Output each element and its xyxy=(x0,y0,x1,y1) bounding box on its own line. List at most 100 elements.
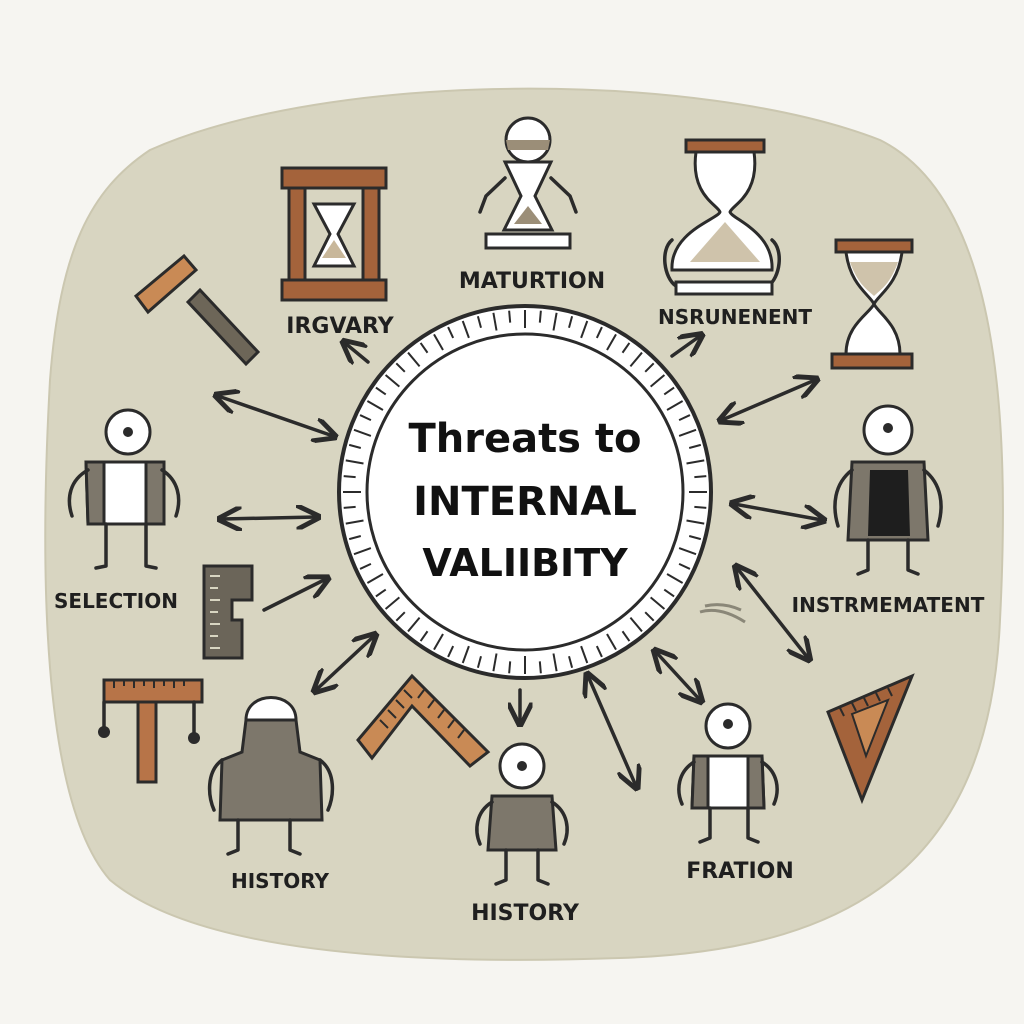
small-hourglass-icon xyxy=(830,238,914,370)
arrows xyxy=(218,336,822,786)
ruler-block-icon xyxy=(202,564,254,660)
history-figure-bottom-icon xyxy=(475,742,569,886)
dial-tick xyxy=(359,562,372,570)
dial-tick xyxy=(678,414,691,422)
dial-tick xyxy=(649,596,666,610)
label-fration: FRATION xyxy=(686,859,794,884)
dial-tick xyxy=(345,519,364,525)
dial-tick xyxy=(629,616,643,633)
dial-tick xyxy=(395,611,406,622)
arrow-fration xyxy=(656,652,700,700)
center-title-line2: INTERNAL xyxy=(413,479,637,525)
arrow-selection xyxy=(222,517,316,519)
dial-tick xyxy=(663,588,675,598)
central-dial xyxy=(337,304,713,680)
dial-tick xyxy=(686,459,705,465)
dial-tick xyxy=(343,505,356,509)
dial-tick xyxy=(447,326,455,339)
dial-tick xyxy=(595,645,603,658)
dial-tick xyxy=(694,505,707,509)
label-nsrunenent: NSRUNENENT xyxy=(658,305,812,329)
dial-tick xyxy=(568,655,574,669)
dial-tick xyxy=(678,428,697,437)
label-irgvary: IRGVARY xyxy=(286,314,394,339)
dial-tick xyxy=(666,573,684,584)
dial-tick xyxy=(407,351,421,368)
arrow-to-irgvary xyxy=(345,343,370,362)
label-maturtion: MATURTION xyxy=(459,269,605,294)
dial-tick xyxy=(538,310,542,323)
label-selection: SELECTION xyxy=(54,589,178,613)
dial-tick xyxy=(621,630,631,642)
history-figure-left-icon xyxy=(207,696,335,856)
dial-tick xyxy=(366,573,384,584)
dial-tick xyxy=(419,342,429,354)
dial-tick xyxy=(686,519,705,525)
label-history-left: HISTORY xyxy=(231,869,330,893)
dial-tick xyxy=(595,326,603,339)
dial-tick xyxy=(629,351,643,368)
arrow-bottom-right xyxy=(588,676,636,786)
dial-tick xyxy=(348,535,362,541)
dial-tick xyxy=(552,653,558,672)
dial-tick xyxy=(461,320,470,339)
dial-tick xyxy=(649,374,666,388)
dial-tick xyxy=(580,645,589,664)
dial-tick xyxy=(688,535,702,541)
dial-tick xyxy=(447,645,455,658)
dial-tick xyxy=(492,653,498,672)
dial-tick xyxy=(353,428,372,437)
dial-tick xyxy=(568,315,574,329)
dial-tick xyxy=(538,661,542,674)
dial-tick xyxy=(353,547,372,556)
dial-tick xyxy=(644,611,655,622)
dial-tick xyxy=(348,443,362,449)
dial-tick xyxy=(678,562,691,570)
dial-tick xyxy=(580,320,589,339)
fration-figure-icon xyxy=(677,702,779,844)
center-title-line3: VALIIBITY xyxy=(422,541,628,585)
arrow-instrmematent xyxy=(734,504,822,520)
dial-tick xyxy=(644,362,655,373)
dial-tick xyxy=(508,661,512,674)
dial-tick xyxy=(343,475,356,479)
dial-tick xyxy=(384,596,401,610)
dial-tick xyxy=(694,475,707,479)
arrow-nsrunenent xyxy=(670,336,700,358)
tall-hourglass-icon xyxy=(663,138,781,296)
dial-tick xyxy=(476,315,482,329)
framed-hourglass-icon xyxy=(280,166,388,302)
dial-tick xyxy=(419,630,429,642)
dial-tick xyxy=(366,400,384,411)
dial-tick xyxy=(461,645,470,664)
dial-tick xyxy=(433,333,444,351)
dial-tick xyxy=(688,443,702,449)
dial-tick xyxy=(476,655,482,669)
t-square-icon xyxy=(98,678,204,784)
center-title-line1: Threats to xyxy=(408,416,641,462)
selection-figure-icon xyxy=(67,408,181,570)
dial-tick xyxy=(678,547,697,556)
label-instrmematent: INSTRMEMATENT xyxy=(792,593,985,617)
dial-tick xyxy=(663,386,675,396)
dial-tick xyxy=(359,414,372,422)
pencil-smudge xyxy=(699,603,746,624)
arrow-hourglass-right xyxy=(722,380,815,420)
dial-tick xyxy=(666,400,684,411)
dial-tick xyxy=(395,362,406,373)
dial-tick xyxy=(345,459,364,465)
figure-hourglass-icon xyxy=(478,116,578,250)
instrmematent-figure-icon xyxy=(833,404,943,576)
dial-ticks xyxy=(343,310,707,674)
dial-tick xyxy=(606,333,617,351)
hammer-icon xyxy=(133,253,261,367)
dial-tick xyxy=(375,386,387,396)
dial-tick xyxy=(606,633,617,651)
dial-tick xyxy=(384,374,401,388)
dial-tick xyxy=(375,588,387,598)
arrow-history-left xyxy=(316,636,374,690)
arrow-triangle xyxy=(737,568,808,658)
dial-tick xyxy=(492,312,498,331)
